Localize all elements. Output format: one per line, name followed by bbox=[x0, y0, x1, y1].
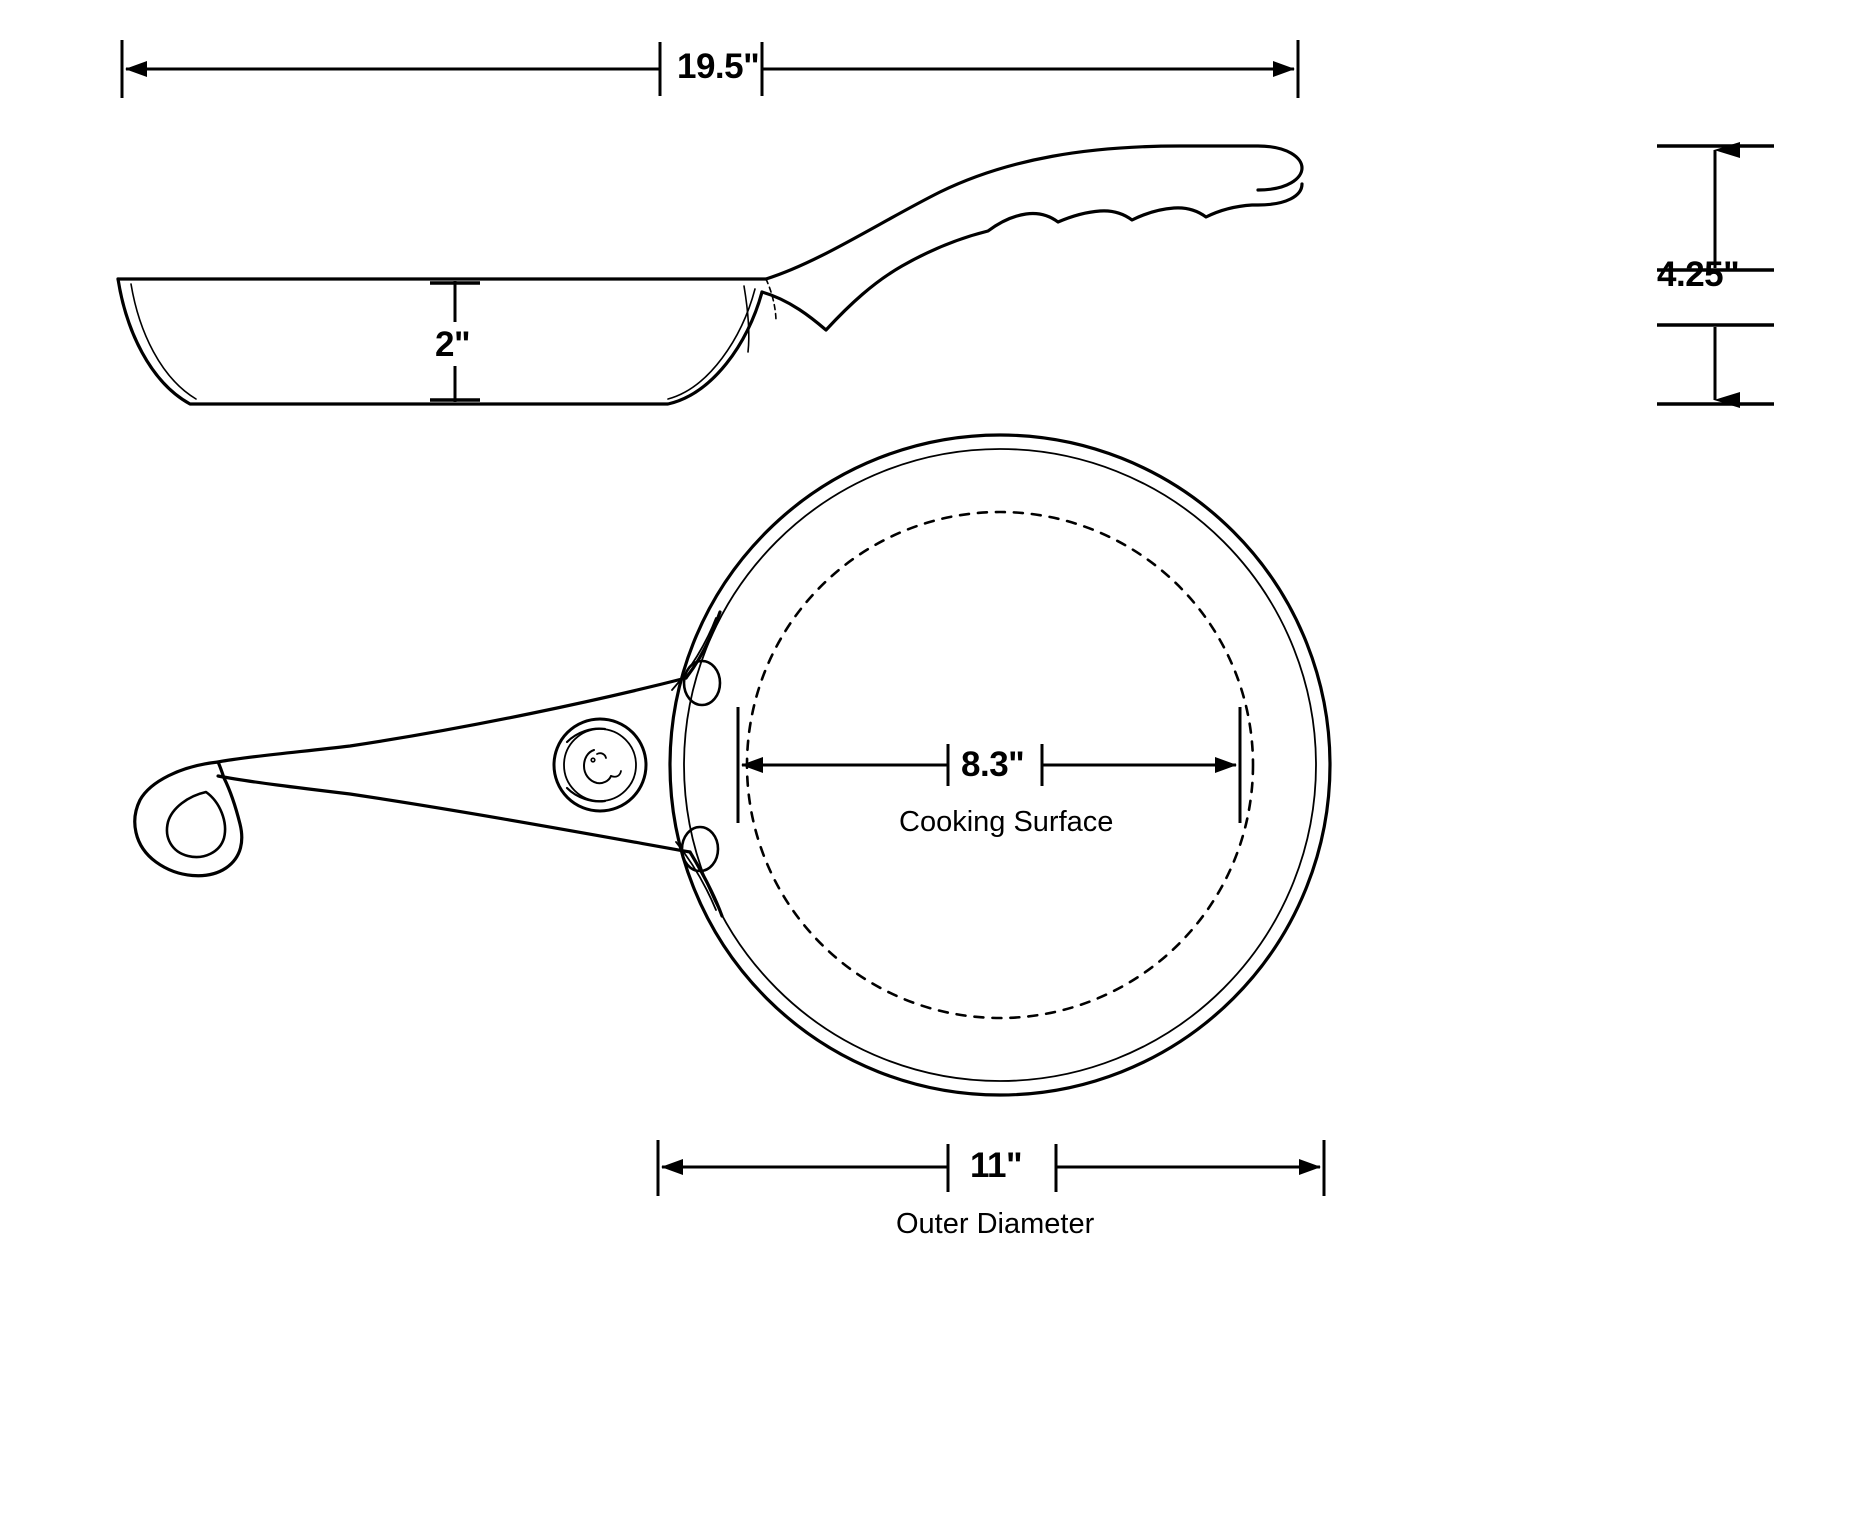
pan-side-view bbox=[116, 144, 1304, 406]
pan-top-view bbox=[133, 433, 1332, 1097]
wall-depth-value: 2" bbox=[435, 325, 471, 364]
overall-length-dimension bbox=[120, 40, 1300, 98]
outer-diameter-dimension bbox=[656, 1140, 1326, 1196]
overall-height-value: 4.25" bbox=[1657, 255, 1740, 294]
cooking-surface-caption: Cooking Surface bbox=[899, 806, 1114, 838]
outer-diameter-value: 11" bbox=[970, 1146, 1023, 1185]
overall-length-value: 19.5" bbox=[677, 47, 760, 86]
cooking-surface-dimension bbox=[736, 707, 1242, 823]
cooking-surface-value: 8.3" bbox=[961, 745, 1025, 784]
overall-height-dimension bbox=[1657, 142, 1774, 408]
outer-diameter-caption: Outer Diameter bbox=[896, 1208, 1095, 1240]
rooster-medallion-logo bbox=[583, 749, 622, 785]
wall-depth-dimension bbox=[430, 281, 480, 402]
